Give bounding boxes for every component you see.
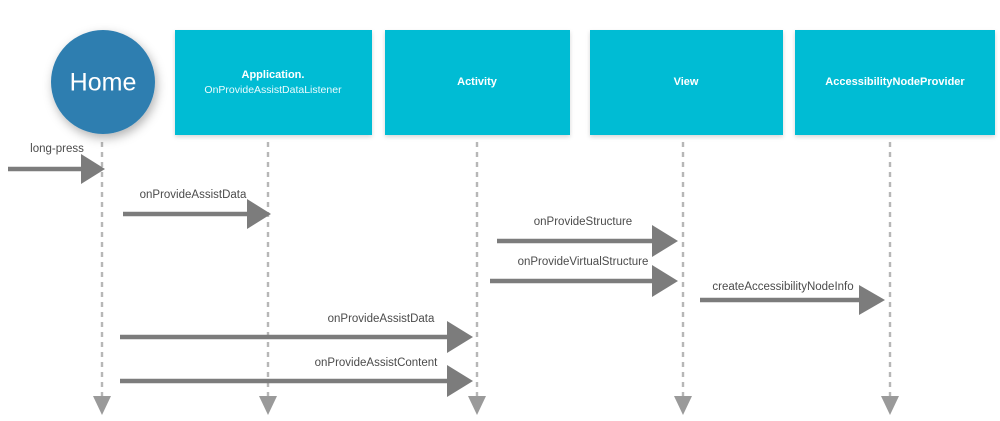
view-box bbox=[590, 30, 783, 135]
participant-application-listener[interactable]: Application. OnProvideAssistDataListener bbox=[175, 30, 372, 135]
message-on-provide-structure[interactable]: onProvideStructure bbox=[497, 216, 678, 257]
participant-view[interactable]: View bbox=[590, 30, 783, 135]
message-long-press[interactable]: long-press bbox=[8, 143, 105, 184]
participant-home[interactable]: Home bbox=[51, 30, 155, 134]
message-create-accessibility-node-info-label: createAccessibilityNodeInfo bbox=[712, 281, 853, 293]
message-create-accessibility-node-info[interactable]: createAccessibilityNodeInfo bbox=[700, 281, 885, 315]
message-long-press-label: long-press bbox=[30, 143, 84, 155]
message-on-provide-assist-content[interactable]: onProvideAssistContent bbox=[120, 357, 473, 397]
application-listener-sublabel: OnProvideAssistDataListener bbox=[204, 84, 342, 96]
participant-activity[interactable]: Activity bbox=[385, 30, 570, 135]
message-on-provide-assist-data-1-label: onProvideAssistData bbox=[140, 189, 247, 201]
message-on-provide-virtual-structure[interactable]: onProvideVirtualStructure bbox=[490, 256, 678, 297]
lifeline-terminator-application-listener bbox=[259, 396, 277, 415]
lifeline-terminator-view bbox=[674, 396, 692, 415]
message-on-provide-assist-data-1[interactable]: onProvideAssistData bbox=[123, 189, 271, 229]
message-on-provide-assist-content-label: onProvideAssistContent bbox=[315, 357, 439, 369]
message-on-provide-virtual-structure-label: onProvideVirtualStructure bbox=[518, 256, 649, 268]
message-long-press-arrowhead bbox=[81, 154, 105, 184]
message-create-accessibility-node-info-arrowhead bbox=[859, 285, 885, 315]
message-on-provide-structure-label: onProvideStructure bbox=[534, 216, 632, 228]
lifeline-terminator-accessibility-node-provider bbox=[881, 396, 899, 415]
activity-box bbox=[385, 30, 570, 135]
home-circle-label: Home bbox=[70, 69, 137, 97]
lifelines-group bbox=[100, 142, 892, 400]
application-listener-box bbox=[175, 30, 372, 135]
participant-accessibility-node-provider[interactable]: AccessibilityNodeProvider bbox=[795, 30, 995, 135]
home-circle bbox=[51, 30, 155, 134]
message-on-provide-assist-data-1-arrowhead bbox=[247, 199, 271, 229]
message-on-provide-assist-data-2[interactable]: onProvideAssistData bbox=[120, 313, 473, 353]
application-listener-label: Application. bbox=[242, 69, 305, 81]
view-label: View bbox=[674, 76, 699, 88]
message-on-provide-virtual-structure-arrowhead bbox=[652, 265, 678, 297]
accessibility-node-provider-label: AccessibilityNodeProvider bbox=[825, 76, 965, 88]
message-on-provide-assist-data-2-label: onProvideAssistData bbox=[328, 313, 435, 325]
activity-label: Activity bbox=[457, 76, 498, 88]
message-on-provide-assist-content-arrowhead bbox=[447, 365, 473, 397]
lifeline-terminators-group bbox=[93, 396, 899, 415]
accessibility-node-provider-box bbox=[795, 30, 995, 135]
message-on-provide-assist-data-2-arrowhead bbox=[447, 321, 473, 353]
message-on-provide-structure-arrowhead bbox=[652, 225, 678, 257]
lifeline-terminator-home bbox=[93, 396, 111, 415]
lifeline-terminator-activity bbox=[468, 396, 486, 415]
